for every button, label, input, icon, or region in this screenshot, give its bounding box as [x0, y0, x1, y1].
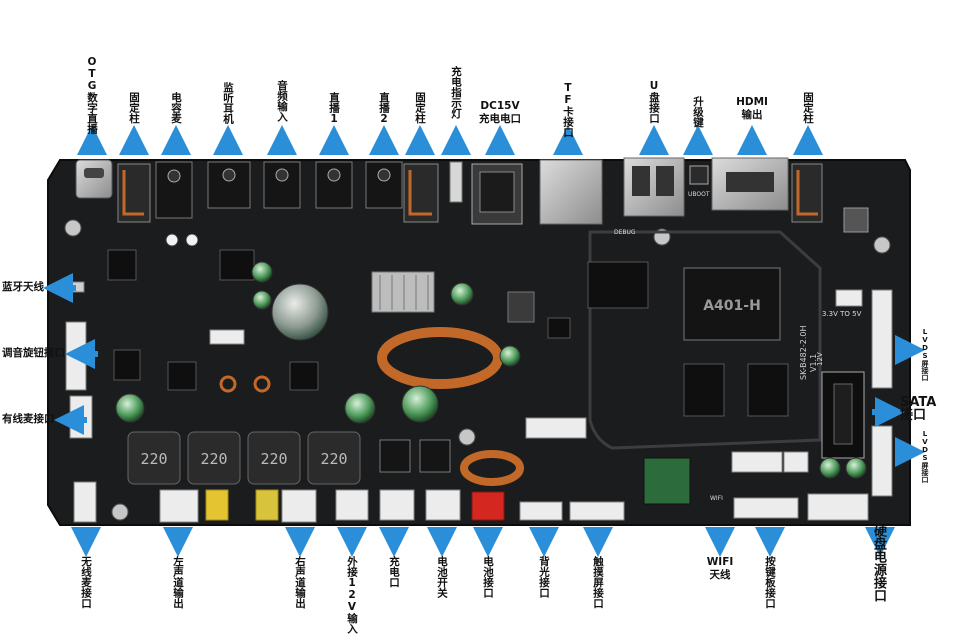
mounting-hole — [458, 428, 476, 446]
callout-arrows — [43, 125, 925, 557]
right-channel-connector — [281, 489, 317, 523]
bottom_labels-label: 外接12V输入 — [346, 556, 358, 634]
top-connectors — [75, 157, 823, 225]
bottom_labels-label: 无线麦接口 — [80, 556, 92, 609]
right_labels-label: LVDS屏接口 — [921, 430, 929, 483]
ram-chip — [683, 363, 725, 417]
inductor-label: 220 — [140, 450, 167, 468]
soc-chip — [683, 267, 781, 341]
heatsink — [371, 271, 435, 313]
bottom_labels-label: 左声道输出 — [172, 556, 184, 609]
soc-outline — [588, 230, 822, 450]
mounting-hole — [111, 503, 129, 521]
12v-input-connector — [335, 489, 369, 521]
chip — [289, 361, 319, 391]
lvds-connector — [871, 289, 893, 389]
top_labels-label: HDMI 输出 — [736, 96, 768, 121]
voltage-note: 3.3V TO 5V — [822, 310, 862, 318]
tf-card-slot — [539, 159, 603, 225]
top_labels-label: 监听耳机 — [222, 82, 234, 124]
version-label: V1.1 — [809, 354, 818, 372]
components — [65, 207, 893, 523]
bottom_labels-label: 硬盘电源接口 — [871, 524, 886, 602]
wireless-mic-connector — [73, 481, 97, 523]
charge-led — [449, 161, 463, 203]
capacitors — [115, 233, 867, 479]
top_labels-label: 固定柱 — [802, 92, 814, 124]
soc-label: A401-H — [703, 298, 761, 314]
chip — [219, 249, 255, 281]
small-connector — [525, 417, 587, 439]
bottom_labels-label: 电池开关 — [436, 556, 448, 598]
bottom_labels-label: 按键板接口 — [764, 556, 776, 609]
bottom_labels-label: 充电口 — [388, 556, 400, 588]
chip — [113, 349, 141, 381]
upgrade-button — [689, 165, 709, 185]
regulator — [379, 439, 411, 473]
small-connector — [209, 329, 245, 345]
inductor-label: 220 — [260, 450, 287, 468]
top_labels-label: 升级键 — [692, 96, 704, 128]
bottom_labels-label: 电池接口 — [482, 556, 494, 598]
chip — [507, 291, 535, 323]
top_labels-label: TF卡接口 — [562, 82, 574, 138]
inductor-small — [843, 207, 869, 233]
top_labels-label: 直播2 — [378, 92, 390, 125]
yellow-capacitor — [205, 489, 229, 521]
uboot-label: UBOOT — [688, 191, 710, 198]
mounting-hole — [873, 236, 891, 254]
chip — [167, 361, 197, 391]
model-label: SK-B482-2.0H — [799, 326, 808, 380]
small-connector — [835, 289, 863, 307]
hdd-power-connector — [807, 493, 869, 521]
charge-connector — [379, 489, 415, 521]
left_labels-label: 蓝牙天线 — [2, 281, 44, 293]
12v-label: 12V — [816, 352, 824, 366]
otg-usb-c-port — [75, 159, 113, 199]
bottom_labels-label: 背光接口 — [538, 556, 550, 598]
small-connector — [783, 451, 809, 473]
ram-chip — [587, 261, 649, 309]
debug-label: DEBUG — [614, 229, 636, 236]
power-inductors: 220 220 220 220 — [127, 431, 361, 485]
chip — [107, 249, 137, 281]
top_labels-label: U盘接口 — [648, 80, 660, 124]
backlight-connector — [519, 501, 563, 521]
live2-jack — [365, 161, 403, 209]
top_labels-label: 固定柱 — [414, 92, 426, 124]
keypad-connector — [733, 497, 799, 519]
top_labels-label: 电容麦 — [170, 92, 182, 124]
top_labels-label: 充电指示灯 — [450, 66, 462, 119]
inductor-label: 220 — [200, 450, 227, 468]
yellow-capacitor — [255, 489, 279, 521]
left-channel-connector — [159, 489, 199, 523]
right_labels-label: LVDS屏接口 — [921, 328, 929, 381]
inductor-label: 220 — [320, 450, 347, 468]
small-connector — [731, 451, 783, 473]
battery-connector — [471, 491, 505, 521]
mounting-hole — [64, 219, 82, 237]
bottom_labels-label: 右声道输出 — [294, 556, 306, 609]
bottom_labels-label: WIFI 天线 — [706, 556, 734, 581]
wifi-chip-label: WIFI — [710, 495, 723, 502]
right_labels-label: SATA 接口 — [900, 395, 937, 423]
bottom_labels-label: 触摸屏接口 — [592, 556, 604, 609]
toroid-coil — [377, 327, 524, 486]
battery-switch-connector — [425, 489, 461, 521]
wifi-module — [643, 457, 691, 505]
top_labels-label: 直播1 — [328, 92, 340, 125]
ram-chip — [747, 363, 789, 417]
top_labels-label: 固定柱 — [128, 92, 140, 124]
left_labels-label: 调音旋钮接口 — [2, 347, 65, 359]
top_labels-label: OTG数字直播 — [86, 56, 98, 134]
touch-connector — [569, 501, 625, 521]
regulator — [419, 439, 451, 473]
chip — [547, 317, 571, 339]
lvds-connector — [871, 425, 893, 497]
bottom-connectors — [159, 289, 869, 523]
top_labels-label: 音频输入 — [276, 80, 288, 122]
top_labels-label: DC15V 充电电口 — [479, 100, 521, 125]
left_labels-label: 有线麦接口 — [2, 413, 55, 425]
